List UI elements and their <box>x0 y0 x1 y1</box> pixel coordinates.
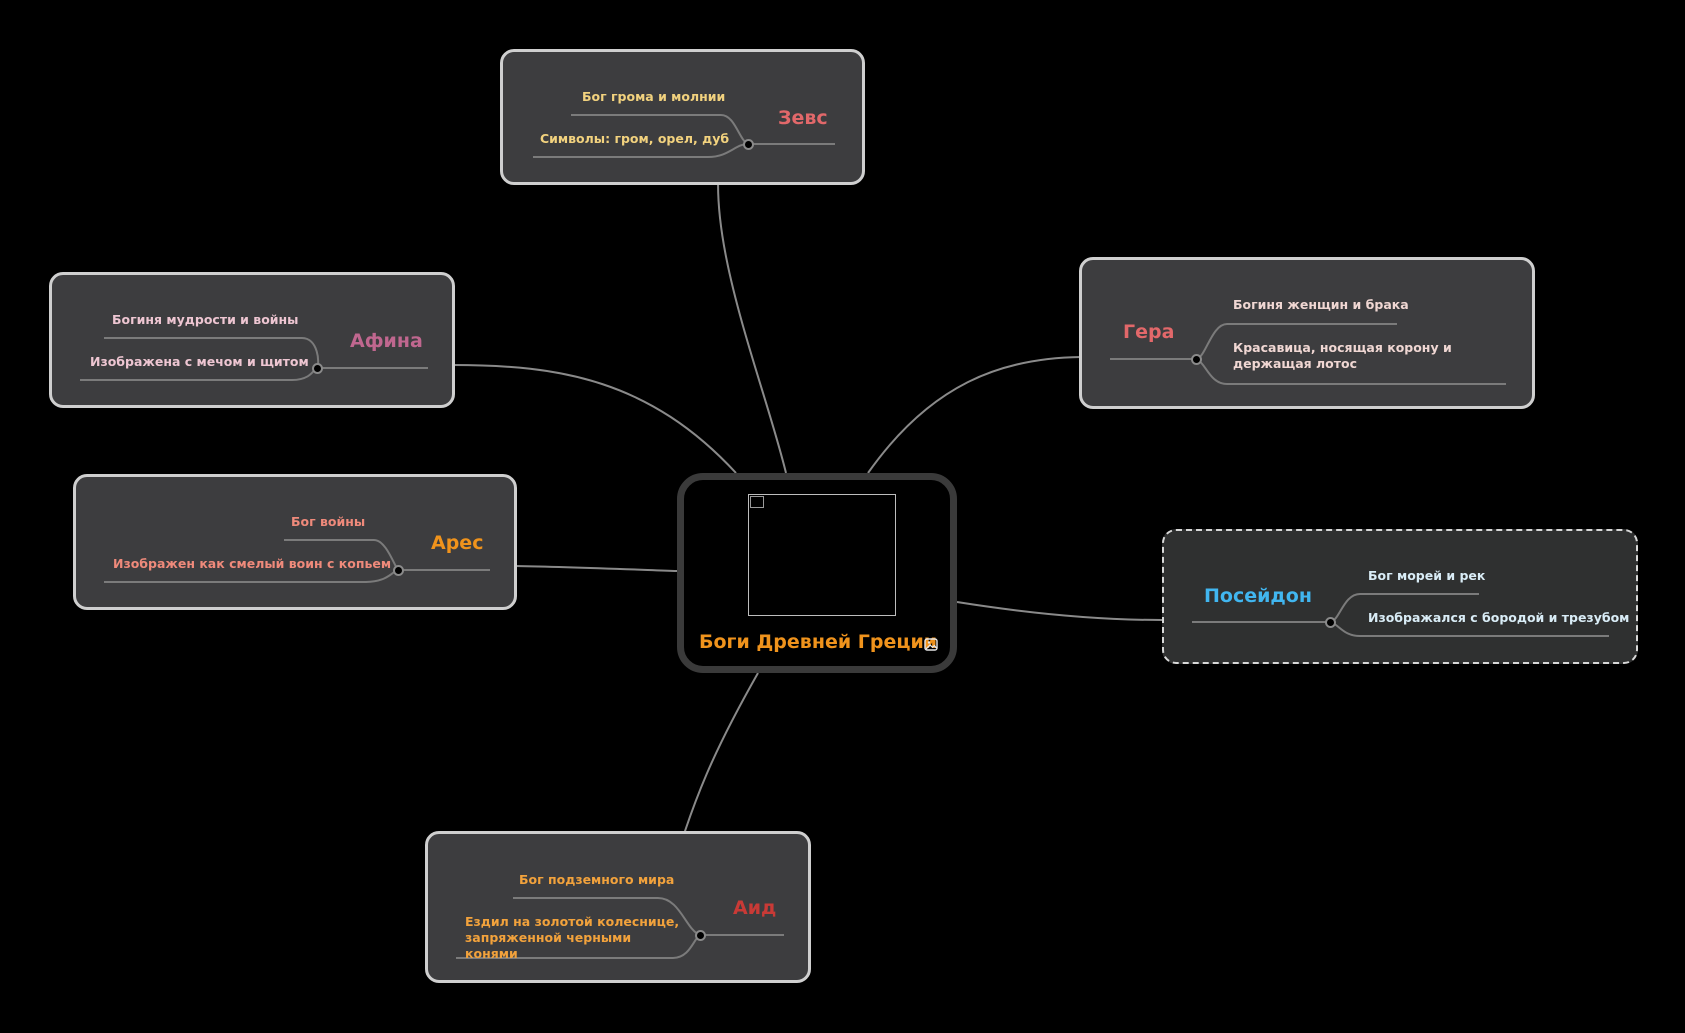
attribute-zeus-2[interactable]: Символы: гром, орел, дуб <box>540 131 730 146</box>
connector-poseidon <box>956 601 1163 621</box>
image-icon[interactable] <box>924 638 938 651</box>
connector-athena <box>452 364 737 474</box>
connector-zeus <box>716 139 787 474</box>
attribute-hera-1[interactable]: Богиня женщин и брака <box>1233 297 1409 312</box>
branch-node-athena[interactable] <box>312 363 323 374</box>
topic-card-hera[interactable]: Гера Богиня женщин и брака Красавица, но… <box>1079 257 1535 409</box>
attribute-hera-2[interactable]: Красавица, носящая корону и держащая лот… <box>1233 340 1452 371</box>
topic-card-poseidon[interactable]: Посейдон Бог морей и рек Изображался с б… <box>1162 529 1638 664</box>
god-name-ares[interactable]: Арес <box>431 532 484 554</box>
topic-card-hades[interactable]: Аид Бог подземного мира Ездил на золотой… <box>425 831 811 983</box>
attribute-ares-2[interactable]: Изображен как смелый воин с копьем <box>113 556 392 571</box>
central-image-placeholder[interactable] <box>748 494 896 616</box>
branch-node-hera[interactable] <box>1191 354 1202 365</box>
topic-card-zeus[interactable]: Зевс Бог грома и молнии Символы: гром, о… <box>500 49 865 185</box>
central-topic-title[interactable]: Боги Древней Греции <box>699 631 938 653</box>
attribute-hades-2[interactable]: Ездил на золотой колеснице, запряженной … <box>465 914 680 961</box>
god-name-hera[interactable]: Гера <box>1123 321 1175 343</box>
attribute-ares-1[interactable]: Бог войны <box>291 514 366 529</box>
attribute-zeus-1[interactable]: Бог грома и молнии <box>582 89 726 104</box>
branch-node-ares[interactable] <box>393 565 404 576</box>
central-topic[interactable]: Боги Древней Греции <box>677 473 957 673</box>
connector-hera <box>867 356 1082 474</box>
branch-node-hades[interactable] <box>695 930 706 941</box>
attribute-athena-1[interactable]: Богиня мудрости и войны <box>112 312 299 327</box>
attribute-poseidon-1[interactable]: Бог морей и рек <box>1368 568 1486 583</box>
attribute-poseidon-2[interactable]: Изображался с бородой и трезубом <box>1368 610 1630 625</box>
branch-node-zeus[interactable] <box>743 139 754 150</box>
god-name-hades[interactable]: Аид <box>733 897 777 919</box>
topic-card-ares[interactable]: Арес Бог войны Изображен как смелый воин… <box>73 474 517 610</box>
attribute-athena-2[interactable]: Изображена с мечом и щитом <box>90 354 309 369</box>
god-name-poseidon[interactable]: Посейдон <box>1204 585 1312 607</box>
god-name-athena[interactable]: Афина <box>350 330 423 352</box>
topic-card-athena[interactable]: Афина Богиня мудрости и войны Изображена… <box>49 272 455 408</box>
god-name-zeus[interactable]: Зевс <box>778 107 828 129</box>
attribute-hades-1[interactable]: Бог подземного мира <box>519 872 675 887</box>
branch-node-poseidon[interactable] <box>1325 617 1336 628</box>
broken-image-icon <box>750 496 764 508</box>
connector-ares <box>514 565 678 572</box>
